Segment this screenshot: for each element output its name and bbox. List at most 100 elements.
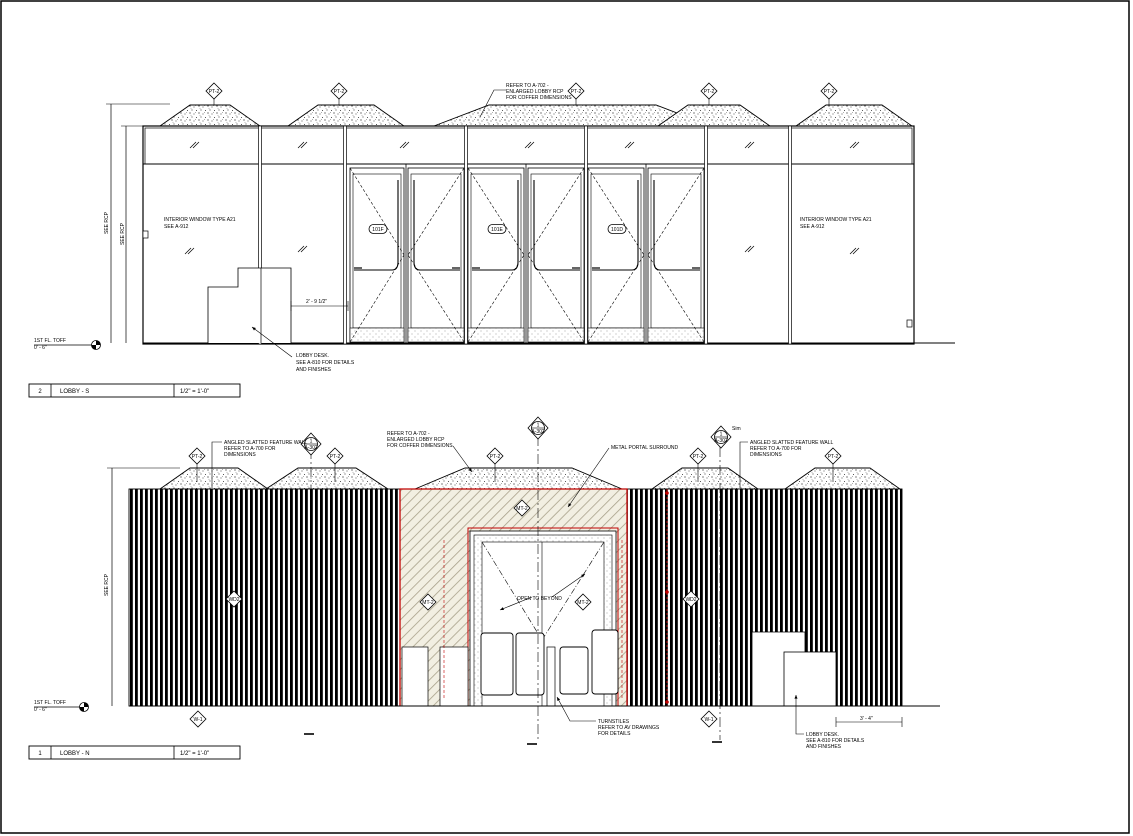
door-swing [587, 167, 645, 256]
door-kickplate [647, 327, 705, 343]
wd2-tag: WD2 [682, 590, 700, 608]
glass-mark [300, 141, 308, 149]
mt2-tag-symbol [513, 499, 531, 517]
note-rcp-line: ENLARGED LOBBY RCP [506, 89, 564, 95]
note-leader [211, 441, 222, 488]
pt2-tag-text: PT-2 [571, 89, 582, 95]
open-to-beyond-text: OPEN TO BEYOND [517, 596, 562, 602]
level-marker-marker-fill [91, 345, 96, 350]
pt2-tag: PT-2 [205, 82, 223, 100]
mullion [464, 125, 468, 345]
mt2-tag-text: MT-2 [422, 600, 434, 606]
level-marker-marker-fill [96, 340, 101, 345]
note-leader [739, 441, 748, 488]
note-lobby-desk-line: LOBBY DESK. [806, 732, 839, 738]
coffer-mound [783, 467, 902, 490]
door-kickplate [407, 327, 465, 343]
pt2-tag: PT-2 [326, 447, 344, 465]
pt2-tag: PT-2 [700, 82, 718, 100]
portal-base-panel [401, 646, 429, 707]
coffer-mound [656, 104, 772, 127]
pt2-tag-symbol [188, 447, 206, 465]
door-kickplate [587, 327, 645, 343]
door-swing [349, 167, 405, 256]
mullion [584, 125, 588, 345]
glass-mark [849, 141, 857, 149]
glass-mark [624, 141, 632, 149]
level-marker-value: 0' - 6" [34, 345, 47, 351]
mt2-tag: MT-2 [513, 499, 531, 517]
note-feature-wall-right-line: ANGLED SLATTED FEATURE WALL [750, 440, 833, 446]
drawing-title-number: 2 [38, 389, 42, 395]
turnstile [480, 632, 514, 696]
door-swing [407, 167, 465, 256]
mt2-tag-symbol [419, 593, 437, 611]
door-leaf [587, 167, 645, 343]
level-marker-name: 1ST FL. TOFF [34, 338, 66, 344]
door-tag-text: 101D [611, 227, 623, 233]
note-feature-wall-right-line: REFER TO A-700 FOR [750, 446, 802, 452]
note-feature-wall-left-line: ANGLED SLATTED FEATURE WALL [224, 440, 307, 446]
pt2-tag: PT-2 [820, 82, 838, 100]
see-rcp-text: SEE RCP [120, 222, 126, 245]
mt2-tag: MT-2 [574, 593, 592, 611]
note-leader [479, 89, 506, 118]
door-swing [467, 167, 525, 256]
note-lobby-desk-line: AND FINISHES [806, 744, 842, 750]
section-marker: 1A-302 [527, 416, 549, 440]
note-lobby-desk-line: SEE A-810 FOR DETAILS [806, 738, 865, 744]
mullion [704, 125, 708, 345]
pt2-tag-text: PT-2 [192, 454, 203, 460]
note-leader [795, 695, 804, 735]
pt2-tag: PT-2 [689, 447, 707, 465]
see-rcp-text: SEE RCP [104, 211, 110, 234]
pt2-tag-symbol [689, 447, 707, 465]
door-tag-text: 101F [372, 227, 383, 233]
note-leader [556, 696, 596, 722]
door-tag [607, 224, 627, 234]
glass-mark [527, 141, 535, 149]
level-marker-name: 1ST FL. TOFF [34, 700, 66, 706]
open-arrow-arrowhead [581, 574, 585, 578]
glass-mark [852, 141, 860, 149]
door-pull [592, 180, 639, 271]
door-pull [533, 180, 580, 271]
pt2-tag: PT-2 [567, 82, 585, 100]
w1-tag: W-1 [189, 710, 207, 728]
note-leader [567, 447, 610, 508]
coffer-mound [286, 104, 406, 127]
pt2-tag-symbol [700, 82, 718, 100]
open-diagonal [481, 541, 543, 641]
pt2-tag-symbol [205, 82, 223, 100]
dimension-dot [665, 590, 669, 594]
note-leader-arrowhead [557, 697, 561, 701]
coffer-mound [264, 467, 390, 490]
w1-tag-text: W-1 [193, 717, 202, 723]
note-leader [251, 326, 293, 358]
glass-mark [744, 245, 752, 253]
mt2-tag-symbol [574, 593, 592, 611]
pt2-tag-text: PT-2 [693, 454, 704, 460]
section-marker: 1A-302 [710, 425, 732, 449]
mullion [343, 125, 347, 345]
glass-mark [297, 141, 305, 149]
section-marker-sheet: A-302 [714, 438, 728, 444]
level-marker-marker-fill [84, 702, 89, 707]
mullion [788, 125, 792, 345]
note-rcp-line: ENLARGED LOBBY RCP [387, 437, 445, 443]
note-portal: METAL PORTAL SURROUND [611, 445, 679, 451]
w1-tag: W-1 [700, 710, 718, 728]
note-window-right-line: SEE A-912 [800, 224, 825, 230]
coffer-mound [794, 104, 914, 127]
pt2-tag-text: PT-2 [704, 89, 715, 95]
door-leaf [467, 167, 525, 343]
coffer-mound [158, 467, 270, 490]
pt2-tag-symbol [820, 82, 838, 100]
turnstile [515, 632, 545, 696]
note-rcp-line: FOR COFFER DIMENSIONS [506, 95, 572, 101]
pt2-tag-text: PT-2 [490, 454, 501, 460]
